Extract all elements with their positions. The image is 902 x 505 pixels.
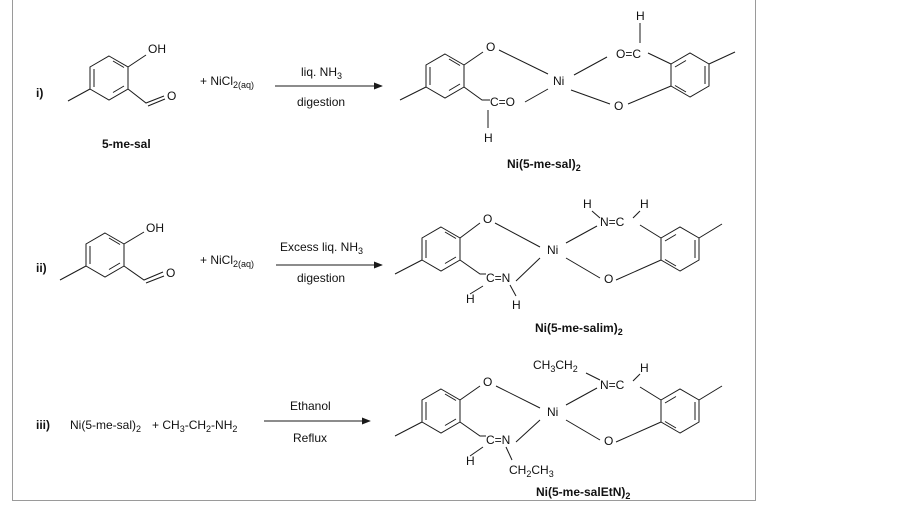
svg-text:Excess liq. NH3: Excess liq. NH3 (280, 240, 363, 256)
svg-text:+ NiCl2(aq): + NiCl2(aq) (200, 253, 254, 269)
svg-text:N=C: N=C (600, 378, 625, 392)
salicylaldehyde-structure: OH O (67, 42, 176, 107)
arrow-condition: digestion (297, 95, 345, 109)
nickel-atom: Ni (553, 74, 564, 88)
product-name: Ni(5-me-salEtN)2 (536, 485, 630, 501)
svg-text:O: O (483, 375, 492, 389)
svg-text:digestion: digestion (297, 271, 345, 285)
nickel-atom: Ni (547, 405, 558, 419)
svg-text:H: H (484, 131, 493, 145)
svg-text:O: O (486, 40, 495, 54)
svg-text:H: H (583, 197, 592, 211)
reaction-label: ii) (36, 261, 47, 275)
reaction-iii: iii) Ni(5-me-sal)2 + CH3-CH2-NH2 Ethanol… (36, 358, 723, 501)
nickel-complex-structure: O C=N H H Ni N=C H H O (394, 197, 723, 312)
svg-text:O: O (483, 212, 492, 226)
reaction-arrow: liq. NH3 digestion (275, 65, 383, 109)
reaction-label: iii) (36, 418, 50, 432)
product-name: Ni(5-me-sal)2 (507, 157, 581, 173)
svg-text:+ NiCl2(aq): + NiCl2(aq) (200, 74, 254, 90)
svg-text:O=C: O=C (616, 47, 641, 61)
svg-text:H: H (466, 454, 475, 468)
svg-text:N=C: N=C (600, 215, 625, 229)
nickel-complex-structure: O C=O H Ni O=C H O (399, 9, 736, 145)
svg-text:H: H (640, 361, 649, 375)
svg-text:CH3CH2: CH3CH2 (533, 358, 578, 374)
svg-text:H: H (636, 9, 645, 23)
reaction-arrow: Excess liq. NH3 digestion (276, 240, 383, 285)
nickel-chloride: + NiCl2(aq) (200, 253, 254, 269)
svg-text:H: H (512, 298, 521, 312)
svg-text:CH2CH3: CH2CH3 (509, 463, 554, 479)
svg-text:O: O (614, 99, 623, 113)
reaction-label: i) (36, 86, 43, 100)
svg-text:O: O (604, 434, 613, 448)
svg-text:C=O: C=O (490, 95, 515, 109)
nickel-complex-structure: O C=N H CH2CH3 Ni N=C CH3CH2 H O (394, 358, 723, 479)
svg-text:O: O (604, 272, 613, 286)
reaction-ii: ii) OH O + NiCl2(aq) Excess liq. NH3 dig… (36, 197, 723, 337)
reactant-complex: Ni(5-me-sal)2 (70, 418, 141, 434)
svg-text:O: O (166, 266, 175, 280)
nickel-chloride: + NiCl2(aq) (200, 74, 254, 90)
oh-atom: OH (148, 42, 166, 56)
reaction-i: i) OH O 5-me-sal + NiCl2(aq) liq. NH3 di… (36, 9, 736, 173)
svg-text:H: H (466, 292, 475, 306)
product-name: Ni(5-me-salim)2 (535, 321, 623, 337)
ethylamine: + CH3-CH2-NH2 (152, 418, 237, 434)
svg-text:liq. NH3: liq. NH3 (301, 65, 342, 81)
svg-text:Reflux: Reflux (293, 431, 327, 445)
svg-text:C=N: C=N (486, 433, 510, 447)
o-atom: O (167, 89, 176, 103)
nickel-atom: Ni (547, 243, 558, 257)
scheme-frame (12, 0, 756, 501)
svg-text:H: H (640, 197, 649, 211)
svg-text:C=N: C=N (486, 271, 510, 285)
reactant-name: 5-me-sal (102, 137, 151, 151)
svg-text:Ethanol: Ethanol (290, 399, 331, 413)
salicylaldehyde-structure: OH O (59, 221, 175, 284)
reaction-arrow: Ethanol Reflux (264, 399, 371, 445)
svg-text:OH: OH (146, 221, 164, 235)
